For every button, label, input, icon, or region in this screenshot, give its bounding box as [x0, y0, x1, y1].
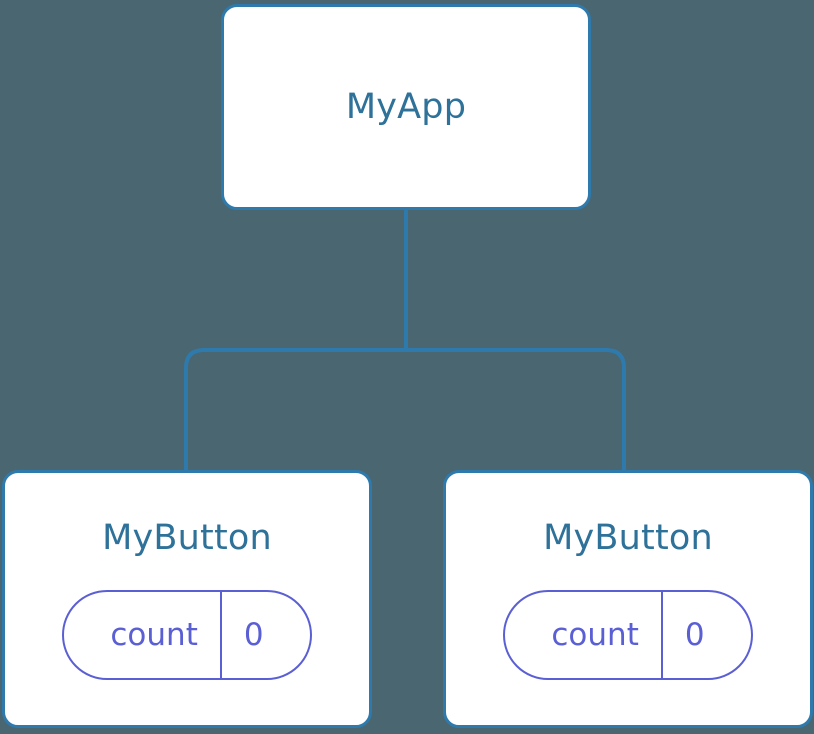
node-mybutton-0[interactable]: MyButton count 0 — [2, 470, 372, 728]
prop-pill[interactable]: count 0 — [62, 590, 312, 680]
node-myapp[interactable]: MyApp — [221, 4, 591, 210]
node-title: MyButton — [102, 518, 272, 558]
prop-value: 0 — [660, 592, 751, 678]
prop-value: 0 — [219, 592, 310, 678]
prop-pill[interactable]: count 0 — [503, 590, 753, 680]
node-title: MyButton — [543, 518, 713, 558]
connector-bus-left — [184, 348, 406, 470]
prop-key: count — [551, 616, 639, 653]
connector-bus-right — [406, 348, 626, 470]
node-title: MyApp — [345, 86, 467, 127]
node-mybutton-1[interactable]: MyButton count 0 — [443, 470, 813, 728]
prop-key: count — [110, 616, 198, 653]
